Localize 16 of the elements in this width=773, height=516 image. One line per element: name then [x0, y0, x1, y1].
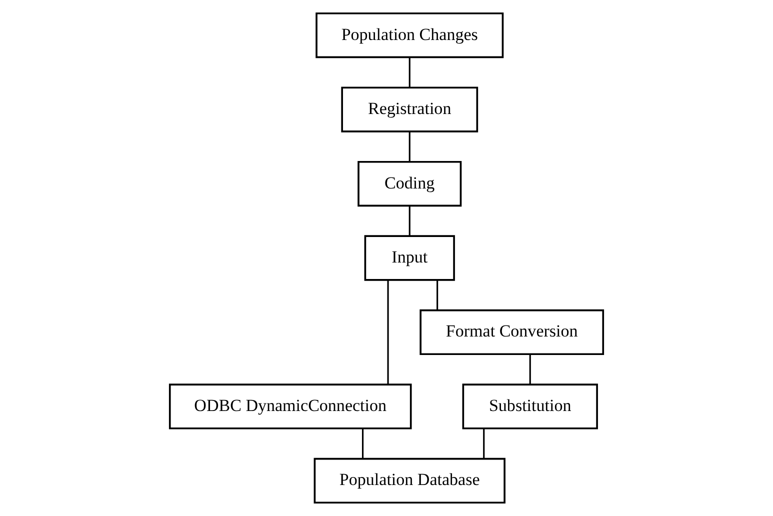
node-box: Input [364, 235, 455, 281]
node-box: Substitution [462, 384, 598, 430]
connector [408, 58, 410, 88]
node-box: Format Conversion [420, 309, 604, 356]
connector [529, 354, 531, 384]
node-box: Coding [358, 160, 462, 207]
connector [387, 280, 389, 384]
node-box: ODBC DynamicConnection [168, 384, 412, 430]
connector [483, 428, 485, 458]
connector [436, 280, 438, 310]
node-box: Registration [341, 86, 478, 132]
node-box: Population Changes [316, 12, 504, 58]
connector [362, 428, 364, 458]
connector [408, 132, 410, 162]
connector [408, 206, 410, 236]
node-box: Population Database [314, 458, 506, 504]
